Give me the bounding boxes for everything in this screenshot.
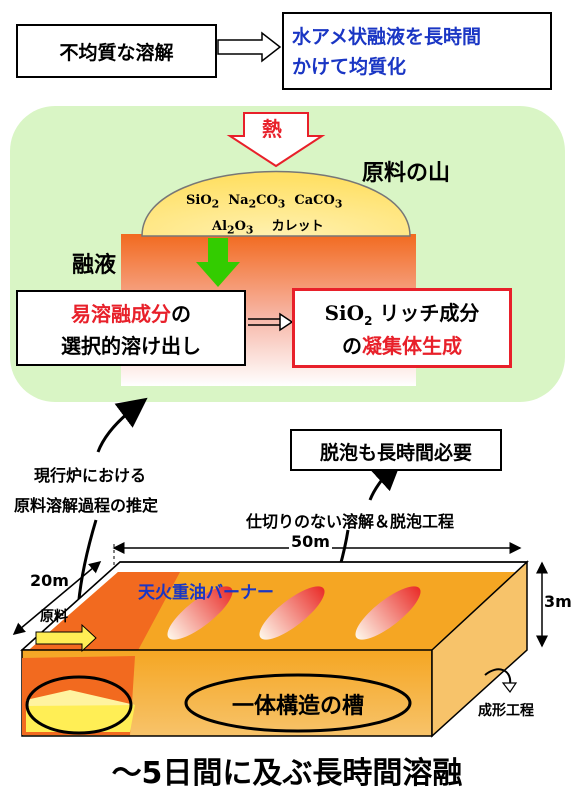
tank-label: 一体構造の槽	[231, 694, 364, 719]
selective-suffix: の	[171, 302, 191, 326]
silica-line1: SiO2 リッチ成分	[292, 297, 512, 328]
silica-line2: の凝集体生成	[292, 330, 512, 359]
heat-label: 熱	[262, 117, 282, 141]
heat-arrow	[226, 112, 326, 168]
sub: 3	[277, 197, 286, 211]
defoam-arrow	[368, 459, 402, 501]
formula-part: CO	[256, 193, 278, 208]
selective-red: 易溶融成分	[71, 302, 171, 326]
homogenization-line2: かけて均質化	[292, 56, 407, 78]
silica-aggregation-box	[292, 288, 512, 368]
formula-cullet: カレット	[271, 219, 324, 234]
sub: 2	[248, 197, 257, 211]
selective-line1: 易溶融成分の	[16, 298, 246, 327]
sub: 3	[245, 223, 254, 237]
sub: 2	[364, 314, 373, 328]
pile-title: 原料の山	[362, 161, 451, 186]
feed-arrow	[35, 623, 97, 653]
silica-red: 凝集体生成	[362, 334, 462, 358]
dim-20-label: 20m	[30, 571, 69, 590]
silica-rich: リッチ成分	[372, 301, 480, 325]
estimate-line1: 現行炉における	[34, 466, 147, 485]
melt-label: 融液	[72, 253, 117, 278]
dissolve-arrow	[196, 238, 240, 287]
aggregation-arrow	[248, 312, 294, 332]
bottom-title: ～5日間に及ぶ長時間溶融	[111, 756, 463, 791]
feed-label: 原料	[40, 609, 68, 625]
burner-label: 天火重油バーナー	[138, 583, 274, 603]
batch-ellipse	[25, 675, 133, 735]
tank-label-ellipse	[184, 673, 412, 733]
silica-formula: SiO	[324, 301, 365, 325]
dim-20-line	[12, 561, 102, 635]
formula-na2co3: Na	[228, 193, 249, 208]
estimate-arrow	[96, 397, 148, 453]
selective-line2: 選択的溶け出し	[61, 334, 201, 358]
sub: 2	[211, 197, 220, 211]
homogenization-box	[282, 12, 552, 90]
selective-dissolution-box	[16, 290, 246, 366]
uneven-dissolution-label: 不均質な溶解	[59, 42, 174, 64]
forming-arrow	[484, 668, 512, 685]
defoam-label: 脱泡も長時間必要	[319, 442, 472, 464]
top-flow-arrow	[217, 31, 282, 63]
formula-sio2: SiO	[186, 193, 212, 208]
dim-50-label: 50m	[289, 532, 332, 551]
sub: 2	[227, 223, 235, 237]
uneven-dissolution-box	[16, 24, 217, 78]
silica-of: の	[342, 334, 362, 358]
defoam-box	[290, 429, 502, 471]
pile-formula-line2: Al2O3 カレット	[212, 215, 324, 237]
estimate-line2: 原料溶解過程の推定	[14, 496, 159, 515]
sub: 3	[334, 197, 343, 211]
burner-flames	[167, 586, 421, 640]
formula-al2o3: Al	[212, 219, 228, 234]
process-label: 仕切りのない溶解＆脱泡工程	[246, 512, 455, 531]
homogenization-line1: 水アメ状融液を長時間	[292, 26, 482, 48]
pile-formula-line1: SiO2 Na2CO3 CaCO3	[186, 193, 342, 211]
forming-label: 成形工程	[478, 703, 534, 719]
raw-material-pile	[141, 170, 411, 237]
formula-part: O	[234, 219, 246, 234]
dim-3-label: 3m	[544, 592, 572, 611]
formula-caco3: CaCO	[294, 193, 335, 208]
